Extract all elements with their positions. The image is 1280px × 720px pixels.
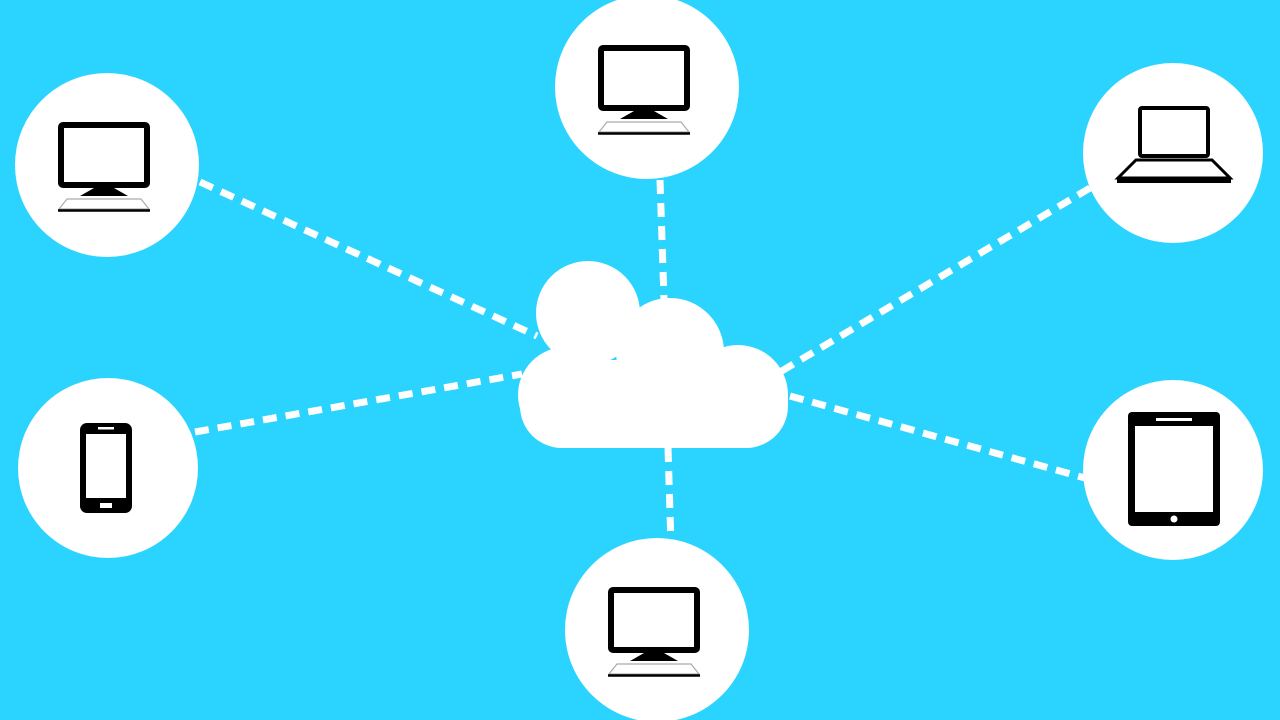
node-top-center [555, 0, 739, 179]
connector-top-right [778, 184, 1092, 376]
cloud-icon [518, 261, 788, 448]
connector-top-center [656, 179, 668, 301]
tablet-icon [1128, 412, 1220, 526]
smartphone-icon [80, 423, 132, 513]
connector-middle-right [789, 392, 1086, 482]
connector-top-left [198, 178, 539, 340]
node-middle-left [18, 378, 198, 558]
connector-bottom-center [664, 447, 675, 546]
node-middle-right [1083, 380, 1263, 560]
connector-middle-left [194, 370, 523, 436]
node-top-left [15, 73, 199, 257]
connectors [194, 178, 1092, 546]
node-top-right [1083, 63, 1263, 243]
node-bottom-center [565, 538, 749, 720]
